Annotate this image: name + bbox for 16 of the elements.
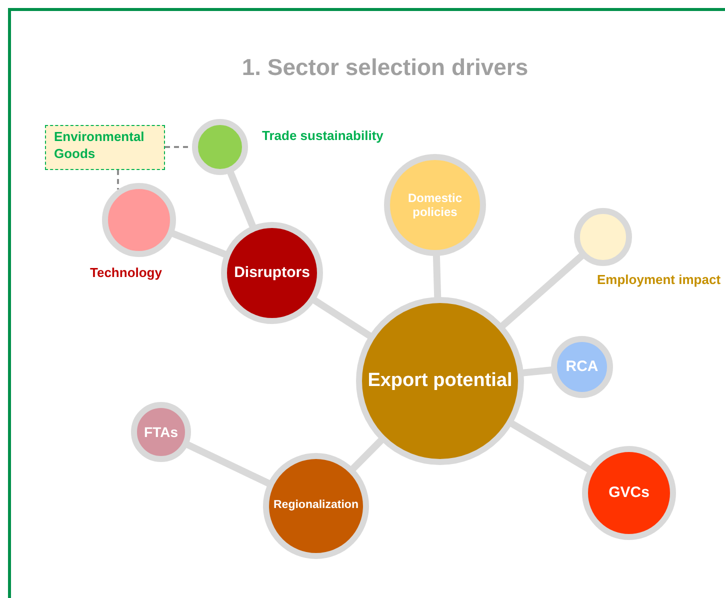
circle-label: Employment impact — [597, 272, 721, 289]
circle-node: Export potential — [356, 297, 524, 465]
connector-line — [226, 168, 257, 230]
connector-line — [348, 436, 386, 473]
dashed-connector — [117, 170, 119, 190]
connector-line — [498, 252, 586, 330]
circle-label: Trade sustainability — [262, 128, 384, 145]
dashed-note-box: Environmental Goods — [45, 125, 165, 170]
circle-node: Disruptors — [221, 222, 323, 324]
circle-node: GVCs — [582, 446, 676, 540]
circle-label: Technology — [90, 265, 162, 282]
circle-node: Regionalization — [263, 453, 369, 559]
circle-node: FTAs — [131, 402, 191, 462]
diagram-title: 1. Sector selection drivers — [240, 54, 530, 81]
circle-node: RCA — [551, 336, 613, 398]
circle-node: Domestic policies — [384, 154, 486, 256]
